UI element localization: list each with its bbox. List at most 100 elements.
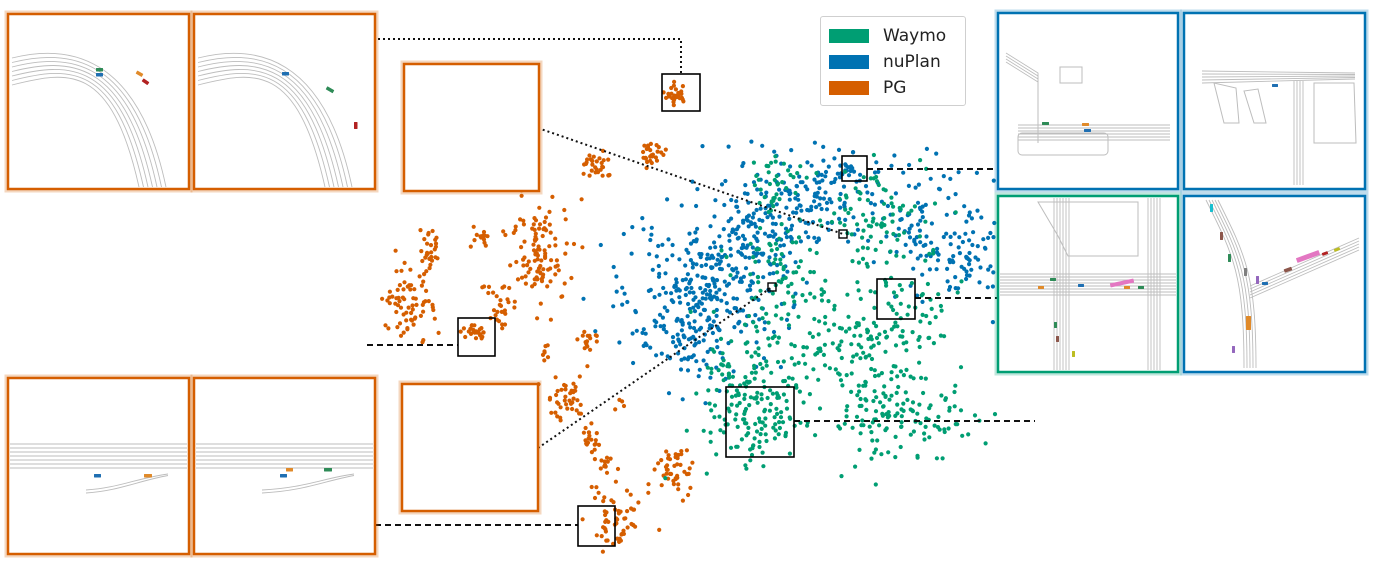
scatter-point-nuplan [967, 258, 972, 263]
scatter-point-nuplan [969, 216, 975, 221]
scatter-point-waymo [901, 373, 907, 378]
scatter-point-pg [468, 331, 474, 336]
scatter-point-waymo [782, 378, 788, 384]
scatter-point-waymo [860, 245, 866, 250]
scatter-point-nuplan [945, 279, 950, 284]
scatter-point-nuplan [724, 301, 729, 306]
scatter-point-pg [687, 466, 692, 471]
scatter-point-pg [434, 235, 439, 240]
scatter-point-waymo [784, 406, 790, 411]
scatter-point-pg [548, 230, 553, 235]
scatter-point-nuplan [851, 215, 856, 220]
scatter-point-waymo [873, 290, 878, 295]
vehicle-mark [1228, 254, 1231, 262]
scatter-point-pg [425, 250, 430, 255]
scatter-point-nuplan [821, 196, 827, 201]
scatter-point-waymo [923, 424, 928, 429]
scatter-point-pg [521, 263, 526, 268]
scatter-point-nuplan [803, 220, 808, 225]
scatter-point-nuplan [977, 280, 982, 285]
scatter-point-pg [679, 95, 685, 100]
scatter-point-waymo [861, 350, 866, 355]
lane-line [11, 52, 167, 188]
scatter-point-nuplan [723, 178, 728, 184]
scatter-point-pg [502, 284, 507, 289]
scatter-point-pg [521, 218, 526, 223]
scatter-point-pg [495, 309, 500, 314]
scatter-point-waymo [751, 160, 757, 165]
scatter-point-waymo [899, 414, 904, 419]
scatter-point-waymo [774, 391, 779, 396]
scatter-point-waymo [832, 303, 837, 308]
scatter-point-nuplan [951, 260, 956, 265]
scatter-point-waymo [883, 428, 888, 433]
scatter-point-nuplan [670, 253, 675, 258]
parking-lot-scene-icon [1201, 70, 1357, 185]
scatter-point-waymo [832, 211, 837, 216]
scatter-point-nuplan [690, 179, 695, 184]
scatter-point-pg [394, 309, 399, 315]
legend-swatch-pg [829, 81, 869, 95]
scatter-point-waymo [711, 309, 716, 314]
scatter-point-waymo [771, 204, 776, 209]
scatter-point-nuplan [846, 173, 852, 178]
scatter-point-waymo [761, 379, 766, 384]
lane-line [197, 76, 326, 188]
legend: Waymo nuPlan PG [820, 16, 966, 106]
scatter-point-pg [461, 326, 466, 331]
scatter-point-nuplan [722, 279, 727, 284]
scatter-point-waymo [779, 316, 784, 321]
scatter-point-waymo [783, 430, 789, 435]
scatter-point-waymo [772, 177, 777, 183]
scatter-point-nuplan [740, 163, 745, 169]
scatter-point-pg [562, 207, 567, 213]
scatter-point-pg [587, 153, 592, 158]
scatter-point-waymo [932, 423, 937, 428]
scatter-point-waymo [884, 283, 889, 288]
scatter-point-waymo [843, 329, 849, 334]
scatter-point-waymo [766, 259, 771, 264]
scatter-point-waymo [721, 358, 726, 363]
scatter-point-nuplan [693, 341, 698, 346]
legend-label-waymo: Waymo [883, 26, 947, 46]
scatter-point-waymo [960, 433, 965, 438]
scatter-point-waymo [776, 181, 781, 186]
scatter-point-pg [588, 347, 593, 352]
scatter-point-nuplan [941, 174, 946, 179]
scatter-point-nuplan [696, 374, 701, 379]
scatter-point-nuplan [656, 243, 661, 249]
scatter-point-waymo [789, 342, 794, 347]
scatter-point-nuplan [648, 237, 653, 243]
scatter-point-nuplan [734, 199, 739, 204]
scatter-point-waymo [869, 430, 874, 435]
scatter-point-waymo [782, 301, 787, 306]
scatter-point-nuplan [858, 172, 863, 177]
scatter-point-waymo [874, 179, 880, 184]
scatter-point-nuplan [680, 278, 685, 283]
scatter-point-waymo [719, 248, 724, 253]
scatter-point-waymo [758, 226, 763, 231]
scatter-point-nuplan [778, 365, 784, 370]
scatter-point-nuplan [708, 245, 713, 250]
scatter-point-waymo [786, 312, 791, 317]
scatter-point-waymo [794, 385, 799, 390]
scatter-point-pg [547, 209, 552, 214]
scatter-point-nuplan [673, 344, 679, 349]
scatter-point-nuplan [899, 217, 904, 222]
scatter-point-nuplan [688, 241, 694, 246]
panel-frame [400, 382, 540, 513]
scatter-point-waymo [869, 356, 875, 362]
scatter-point-nuplan [660, 242, 665, 247]
scatter-point-pg [531, 222, 536, 227]
scatter-point-pg [574, 408, 579, 413]
scatter-point-waymo [879, 452, 884, 457]
scatter-point-nuplan [678, 367, 684, 372]
scatter-point-nuplan [787, 197, 792, 202]
scatter-point-nuplan [715, 345, 720, 350]
vehicle-mark [1109, 278, 1135, 288]
scatter-point-pg [497, 302, 502, 307]
scatter-point-waymo [934, 456, 940, 461]
scatter-point-pg [486, 284, 492, 289]
scatter-point-nuplan [777, 187, 782, 192]
scatter-point-pg [468, 326, 473, 331]
